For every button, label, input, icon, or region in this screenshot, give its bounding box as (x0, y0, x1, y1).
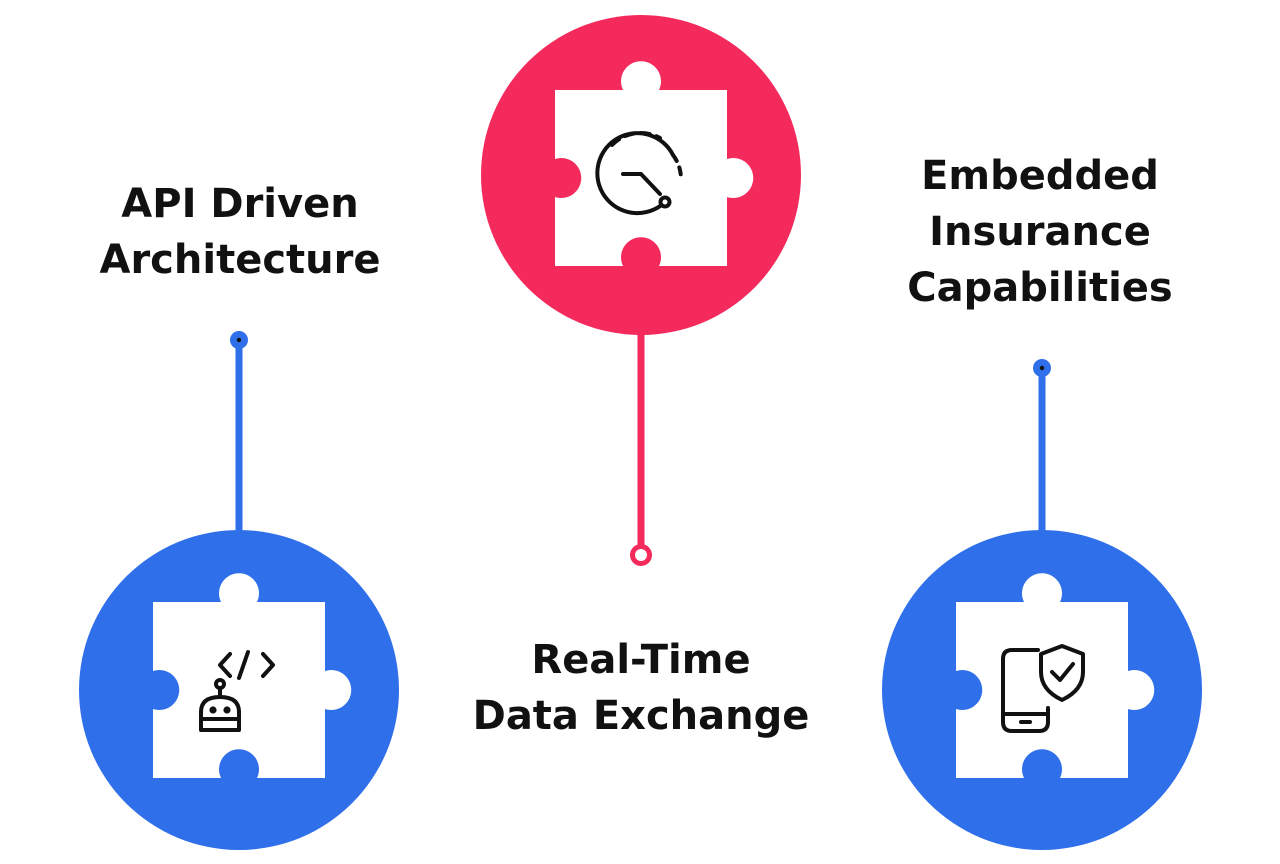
node-title-line: Architecture (99, 237, 381, 283)
node-title-line: API Driven (121, 181, 359, 227)
node-title-line: Real-Time (531, 637, 751, 683)
connector-realtime (630, 320, 652, 566)
clock-sync-icon (595, 130, 683, 216)
connector-embedded (1033, 359, 1051, 540)
code-robot-icon (199, 650, 275, 732)
node-title-api: API Driven Architecture (60, 176, 420, 288)
node-title-realtime: Real-Time Data Exchange (436, 632, 846, 744)
puzzle-piece-icon (555, 61, 754, 267)
node-title-line: Capabilities (907, 265, 1173, 311)
node-title-line: Embedded (921, 153, 1159, 199)
connector-api (230, 331, 248, 540)
puzzle-piece-icon (153, 573, 352, 778)
node-title-embedded: Embedded Insurance Capabilities (860, 148, 1220, 316)
connector-dot (630, 544, 652, 566)
node-api (79, 530, 399, 850)
phone-shield-check-icon (1001, 644, 1085, 733)
node-title-line: Data Exchange (472, 693, 810, 739)
node-realtime (481, 15, 801, 335)
node-embedded (882, 530, 1202, 850)
node-title-line: Insurance (929, 209, 1151, 255)
